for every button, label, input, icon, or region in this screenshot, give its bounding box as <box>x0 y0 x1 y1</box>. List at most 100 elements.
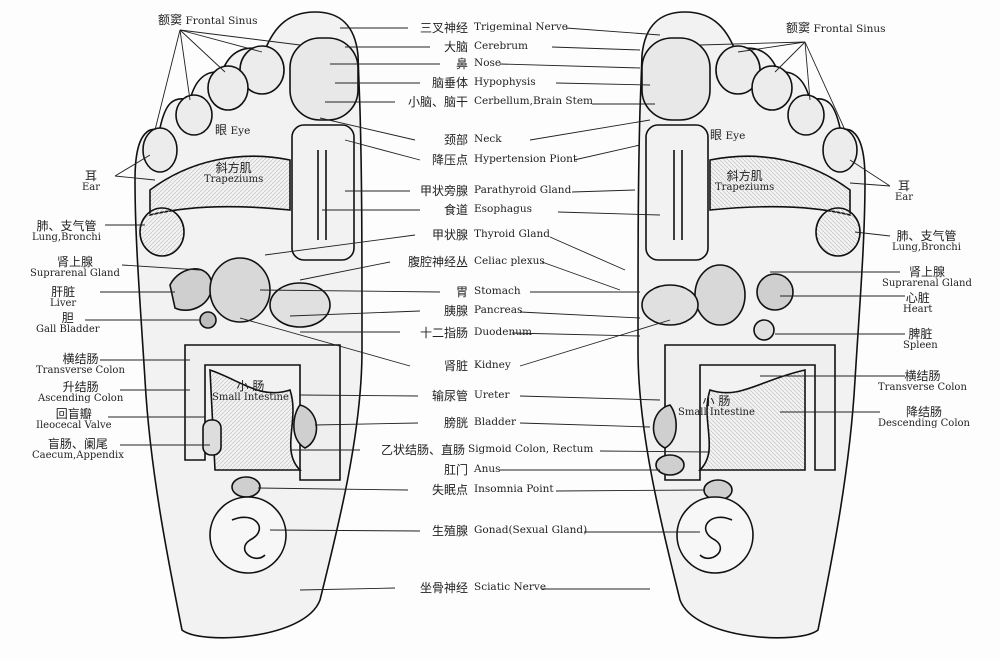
label-cn: 生殖腺 <box>431 524 468 538</box>
label-en: Sigmoid Colon, Rectum <box>468 443 594 455</box>
label-en: Small Intestine <box>678 407 755 418</box>
left-big-toe <box>289 37 359 121</box>
label-cn: 降结肠 <box>905 405 942 419</box>
label-en: Frontal Sinus <box>813 23 886 35</box>
label-en: Pancreas <box>474 304 523 316</box>
label-en: Bladder <box>474 416 517 428</box>
label-en: Descending Colon <box>878 418 970 429</box>
label-en: Neck <box>474 133 502 145</box>
label-en: Duodenum <box>474 326 532 338</box>
label-en: Spleen <box>903 340 938 351</box>
label-cn: 升结肠 <box>62 380 99 394</box>
right-leader-lines <box>699 41 905 413</box>
left-bladder <box>293 404 318 449</box>
label-cn: 脾脏 <box>908 327 933 341</box>
label-gonad: 生殖腺 Gonad(Sexual Gland) <box>408 525 598 539</box>
label-cn: 肺、支气管 <box>36 219 97 233</box>
label-cn: 心脏 <box>905 291 930 305</box>
label-en: Gonad(Sexual Gland) <box>474 524 588 536</box>
left-leader-lines <box>85 29 301 446</box>
label-neck: 颈部 Neck <box>408 134 588 148</box>
left-trapezium-zone <box>149 155 291 217</box>
label-cn: 肛门 <box>443 463 468 477</box>
label-cn: 失眠点 <box>431 483 468 497</box>
label-en: Transverse Colon <box>36 365 125 376</box>
label-cn: 肝脏 <box>51 285 76 299</box>
label-en: Eye <box>725 130 746 142</box>
label-en: Frontal Sinus <box>185 15 258 27</box>
label-cn: 膀胱 <box>443 416 468 430</box>
label-en: Suprarenal Gland <box>30 268 120 279</box>
left-appendix <box>202 419 222 456</box>
label-en: Ileocecal Valve <box>36 420 112 431</box>
label-cn: 耳 <box>85 169 98 183</box>
right-foot <box>637 11 866 639</box>
label-cn: 额窦 <box>786 21 811 35</box>
label-kidney: 肾脏 Kidney <box>408 360 588 374</box>
label-en: Small Intestine <box>212 392 289 403</box>
label-en: Trapeziums <box>715 182 775 193</box>
label-en: Transverse Colon <box>878 382 967 393</box>
label-en: Liver <box>50 298 77 309</box>
label-cn: 横结肠 <box>904 369 941 383</box>
label-cn: 肺、支气管 <box>896 229 957 243</box>
label-cn: 小脑、脑干 <box>407 95 468 109</box>
label-en: Kidney <box>474 359 511 371</box>
left-toe-3 <box>207 65 249 111</box>
left-gonad <box>209 496 287 574</box>
label-en: Trapeziums <box>204 174 264 185</box>
label-en: Ear <box>82 182 101 193</box>
label-en: Ear <box>895 192 914 203</box>
label-cn: 胆 <box>61 311 74 325</box>
label-cn: 胃 <box>455 285 468 299</box>
label-cn: 胰腺 <box>443 304 468 318</box>
right-label-eye: 眼 Eye <box>710 129 745 142</box>
label-bladder: 膀胱 Bladder <box>408 417 588 431</box>
label-en: Esophagus <box>474 203 532 215</box>
label-cn: 甲状腺 <box>431 228 468 242</box>
label-cn: 脑垂体 <box>431 76 468 90</box>
label-cn: 肾上腺 <box>908 265 945 279</box>
left-insomnia-point <box>231 476 261 498</box>
left-small-intestine <box>209 368 302 471</box>
label-cerbellum: 小脑、脑干 Cerbellum,Brain Stem <box>408 96 598 110</box>
label-cn: 小 肠 <box>236 379 265 393</box>
label-cn: 肾脏 <box>443 359 468 373</box>
label-en: Nose <box>474 57 502 69</box>
left-toe-4 <box>175 94 213 136</box>
left-label-eye: 眼 Eye <box>215 124 250 137</box>
label-en: Hypophysis <box>474 76 536 88</box>
label-cn: 横结肠 <box>62 352 99 366</box>
label-cn: 斜方肌 <box>215 161 252 175</box>
label-en: Cerbellum,Brain Stem <box>474 95 594 107</box>
label-en: Hypertension Piont <box>474 153 578 165</box>
label-cn: 颈部 <box>443 133 468 147</box>
label-cn: 三叉神经 <box>419 21 468 35</box>
label-cn: 小 肠 <box>702 394 731 408</box>
label-en: Suprarenal Gland <box>882 278 972 289</box>
label-cn: 盲肠、阑尾 <box>47 437 108 451</box>
